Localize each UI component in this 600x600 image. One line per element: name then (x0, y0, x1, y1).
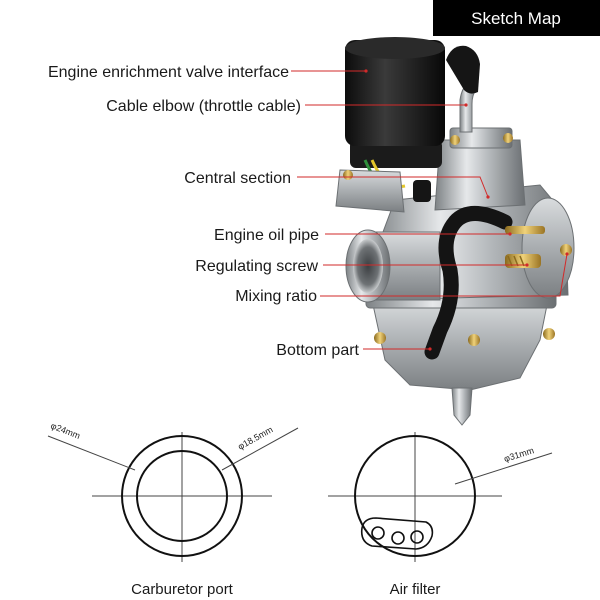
float-bowl (371, 299, 549, 391)
drain-nozzle (451, 387, 473, 426)
intake-flange (521, 197, 575, 299)
carburetor-port-caption: Carburetor port (131, 581, 234, 598)
filter-hole-2 (391, 531, 405, 545)
label-central-section: Central section (184, 170, 291, 187)
port-inner-dim-line (221, 427, 299, 471)
port-outer-dim-line (47, 435, 136, 471)
cable-boot (446, 45, 480, 94)
flange-screw-left (374, 332, 386, 344)
mixing-ratio-screw (560, 244, 572, 256)
badge-background (433, 0, 600, 36)
callout-dot-central (486, 195, 490, 199)
central-block (434, 139, 526, 211)
central-screw-left (450, 135, 460, 145)
bracket-screw (343, 170, 353, 180)
filter-hole-3 (410, 530, 424, 544)
port-outer-dim: φ24mm (49, 421, 81, 441)
label-regulating-screw: Regulating screw (195, 258, 318, 275)
filter-hole-1 (371, 526, 385, 540)
mounting-bracket (335, 169, 405, 213)
callout-line-mixing (320, 253, 568, 297)
badge-title: Sketch Map (471, 9, 561, 28)
callout-dot-bottom (428, 347, 432, 351)
engine-oil-hose (424, 206, 513, 360)
callout-dot-oilpipe (508, 232, 512, 236)
filter-hole-pad (360, 517, 434, 550)
central-screw-right (503, 133, 513, 143)
callout-lines (291, 69, 569, 351)
callout-dot-cable (464, 103, 468, 107)
flange-screw-right (543, 328, 555, 340)
port-inner-circle (136, 450, 228, 542)
port-inner-dim: φ18.5mm (236, 424, 274, 451)
carburetor-port-sketch: φ24mm φ18.5mm Carburetor port (47, 421, 299, 598)
callout-dot-enrichment (364, 69, 368, 73)
enrichment-valve-cap (345, 40, 445, 146)
enrichment-valve-top (345, 37, 445, 59)
callout-labels: Engine enrichment valve interface Cable … (48, 64, 360, 359)
port-bore (353, 239, 383, 293)
label-mixing-ratio: Mixing ratio (235, 288, 317, 305)
flange-screw-mid (468, 334, 480, 346)
vent-cap (413, 180, 431, 202)
air-filter-sketch: φ31mm Air filter (328, 432, 553, 598)
air-filter-caption: Air filter (390, 581, 441, 598)
port-outer-circle (121, 435, 243, 557)
label-bottom-part: Bottom part (276, 342, 359, 359)
callout-dot-regulating (525, 263, 529, 267)
filter-dim-line (454, 452, 553, 485)
filter-outer-circle (354, 435, 476, 557)
oil-pipe-fitting (505, 226, 545, 234)
label-engine-oil-pipe: Engine oil pipe (214, 227, 319, 244)
sketch-map-badge: Sketch Map (433, 0, 600, 36)
regulating-spring (507, 255, 525, 267)
callout-line-central (297, 176, 489, 198)
label-enrichment-valve: Engine enrichment valve interface (48, 64, 289, 81)
filter-dim: φ31mm (503, 445, 535, 464)
callout-dot-mixing (565, 252, 569, 256)
carburetor-illustration (335, 37, 575, 426)
label-cable-elbow: Cable elbow (throttle cable) (106, 98, 301, 115)
